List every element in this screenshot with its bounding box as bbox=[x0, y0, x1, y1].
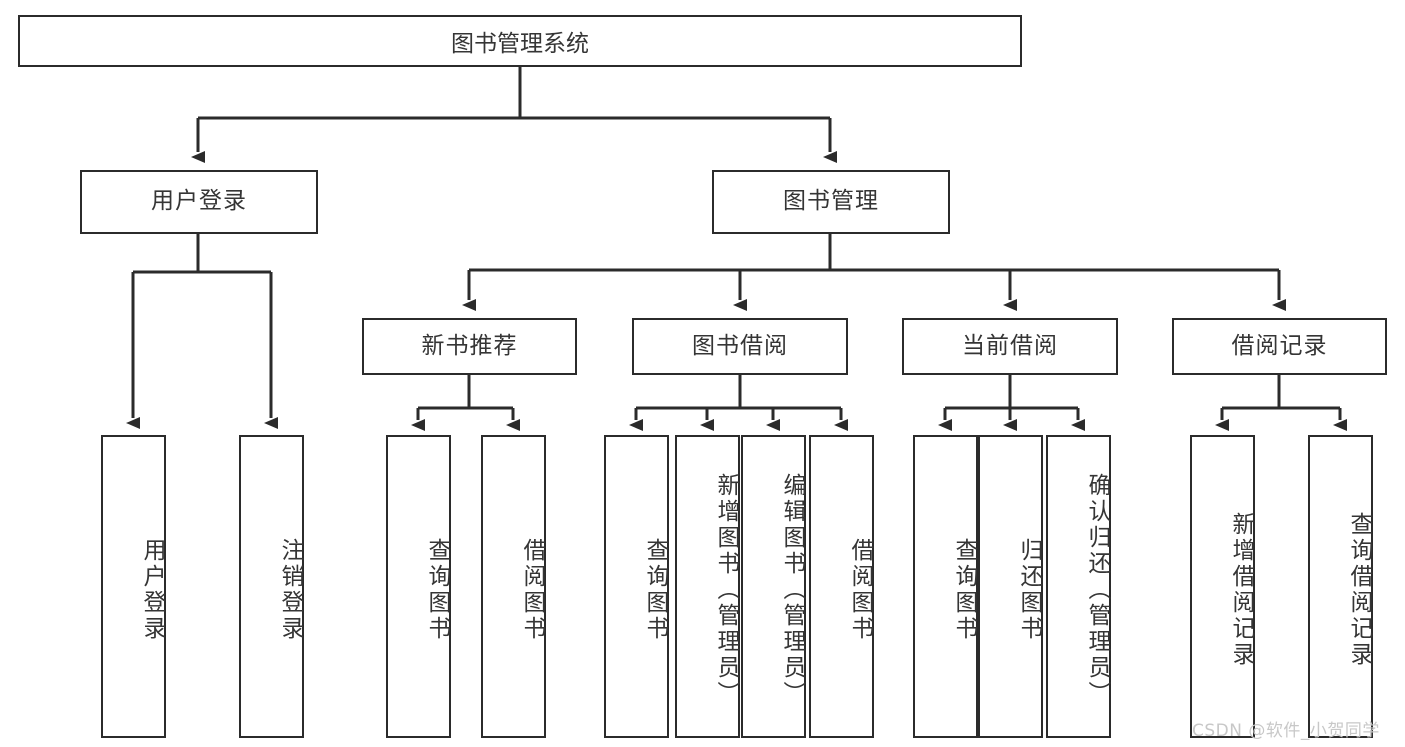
leaf-record-query-record[interactable]: 查询借阅记录 bbox=[1308, 435, 1373, 738]
leaf-user-login-logout[interactable]: 注销登录 bbox=[239, 435, 304, 738]
node-borrow-record[interactable]: 借阅记录 bbox=[1172, 318, 1387, 375]
node-label: 归还图书 bbox=[1016, 537, 1042, 642]
leaf-borrow-query-book[interactable]: 查询图书 bbox=[604, 435, 669, 738]
node-label: 图书借阅 bbox=[692, 332, 788, 359]
node-label: 图书管理系统 bbox=[451, 31, 589, 57]
node-current-borrow[interactable]: 当前借阅 bbox=[902, 318, 1118, 375]
node-label: 借阅记录 bbox=[1231, 332, 1328, 359]
leaf-recommend-borrow-book[interactable]: 借阅图书 bbox=[481, 435, 546, 738]
leaf-current-return-book[interactable]: 归还图书 bbox=[978, 435, 1043, 738]
node-book-management[interactable]: 图书管理 bbox=[712, 170, 950, 234]
node-label: 用户登录 bbox=[139, 537, 165, 642]
node-label: 借阅图书 bbox=[847, 537, 873, 642]
node-label: 查询图书 bbox=[642, 537, 668, 642]
node-book-borrow[interactable]: 图书借阅 bbox=[632, 318, 848, 375]
leaf-borrow-add-book-admin[interactable]: 新增图书（管理员） bbox=[675, 435, 740, 738]
node-new-book-recommend[interactable]: 新书推荐 bbox=[362, 318, 577, 375]
node-label: 新增借阅记录 bbox=[1228, 511, 1254, 668]
leaf-current-query-book[interactable]: 查询图书 bbox=[913, 435, 978, 738]
leaf-borrow-borrow-book[interactable]: 借阅图书 bbox=[809, 435, 874, 738]
leaf-recommend-query-book[interactable]: 查询图书 bbox=[386, 435, 451, 738]
node-label: 确认归还（管理员） bbox=[1084, 472, 1110, 707]
node-label: 新书推荐 bbox=[421, 332, 518, 359]
node-label: 查询图书 bbox=[424, 537, 450, 642]
node-label: 新增图书（管理员） bbox=[713, 472, 739, 707]
node-label: 借阅图书 bbox=[519, 537, 545, 642]
leaf-borrow-edit-book-admin[interactable]: 编辑图书（管理员） bbox=[741, 435, 806, 738]
leaf-record-add-record[interactable]: 新增借阅记录 bbox=[1190, 435, 1255, 738]
node-label: 注销登录 bbox=[277, 537, 303, 642]
leaf-current-confirm-return-admin[interactable]: 确认归还（管理员） bbox=[1046, 435, 1111, 738]
node-label: 编辑图书（管理员） bbox=[779, 472, 805, 707]
node-label: 查询借阅记录 bbox=[1346, 511, 1372, 668]
node-label: 用户登录 bbox=[151, 188, 247, 215]
node-label: 当前借阅 bbox=[962, 332, 1058, 359]
node-user-login[interactable]: 用户登录 bbox=[80, 170, 318, 234]
node-label: 查询图书 bbox=[951, 537, 977, 642]
node-root-library-system[interactable]: 图书管理系统 bbox=[18, 15, 1022, 67]
node-label: 图书管理 bbox=[783, 188, 879, 215]
leaf-user-login-login[interactable]: 用户登录 bbox=[101, 435, 166, 738]
csdn-watermark: CSDN @软件_小贺同学 bbox=[1192, 721, 1380, 741]
